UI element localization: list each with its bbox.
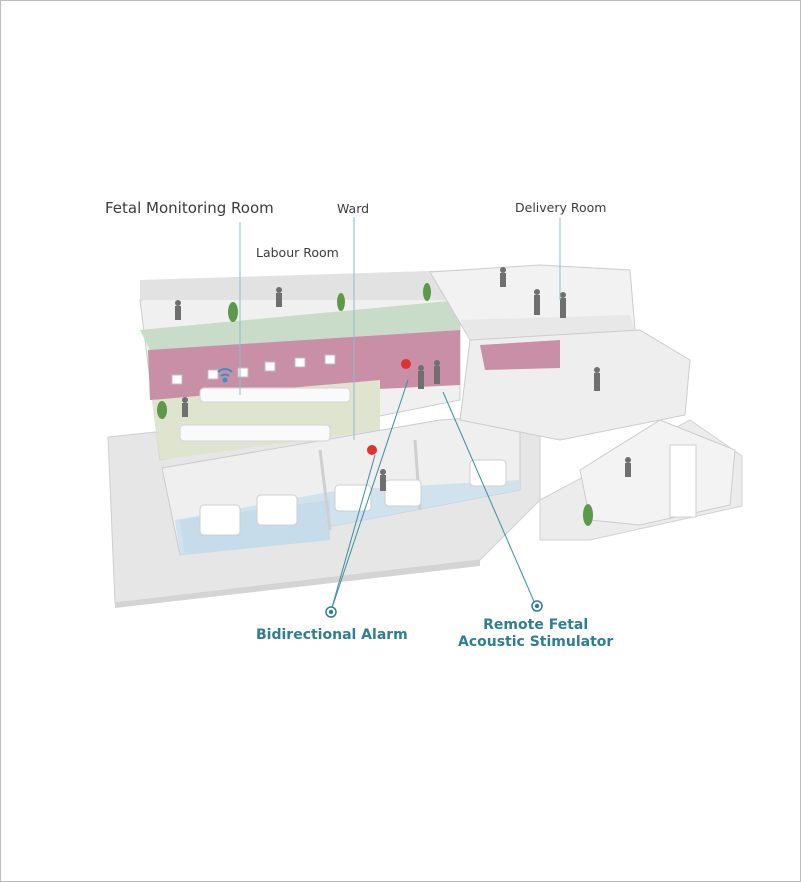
stimulator-callout-marker-dot [534, 603, 540, 609]
bed [334, 484, 372, 512]
alarm-callout-marker-dot [328, 609, 334, 615]
sofa [199, 387, 351, 403]
wall-monitors [171, 354, 336, 385]
bed [469, 459, 507, 487]
leader-line [442, 391, 537, 607]
bed [384, 479, 422, 507]
sofa [179, 424, 331, 442]
fetal-monitoring-room-label: Fetal Monitoring Room [105, 199, 274, 217]
bidirectional-alarm-callout: Bidirectional Alarm [256, 627, 408, 643]
delivery-room-label: Delivery Room [515, 200, 607, 215]
upper-rooms-back [140, 270, 460, 300]
alarm-light-icon [367, 445, 377, 455]
remote-stimulator-line2: Acoustic Stimulator [458, 634, 614, 650]
people [175, 267, 631, 491]
annex-cabinet [669, 444, 697, 518]
leader-line [330, 454, 376, 612]
middle-right-pink [480, 340, 560, 370]
bed [256, 494, 298, 526]
delivery-floor [460, 315, 635, 340]
remote-stimulator-line1: Remote Fetal [483, 617, 589, 633]
fetal-room-floor [140, 300, 460, 350]
wifi-icon [217, 368, 233, 383]
remote-stimulator-callout: Remote Fetal Acoustic Stimulator [458, 617, 613, 651]
labour-room-label: Labour Room [256, 245, 339, 260]
plants [157, 283, 593, 526]
ward-label: Ward [337, 201, 370, 216]
alarm-light-icon [401, 359, 411, 369]
leader-line [330, 379, 409, 612]
bed [199, 504, 241, 536]
ward-partition [318, 449, 332, 531]
floor-platform-side [115, 560, 480, 608]
